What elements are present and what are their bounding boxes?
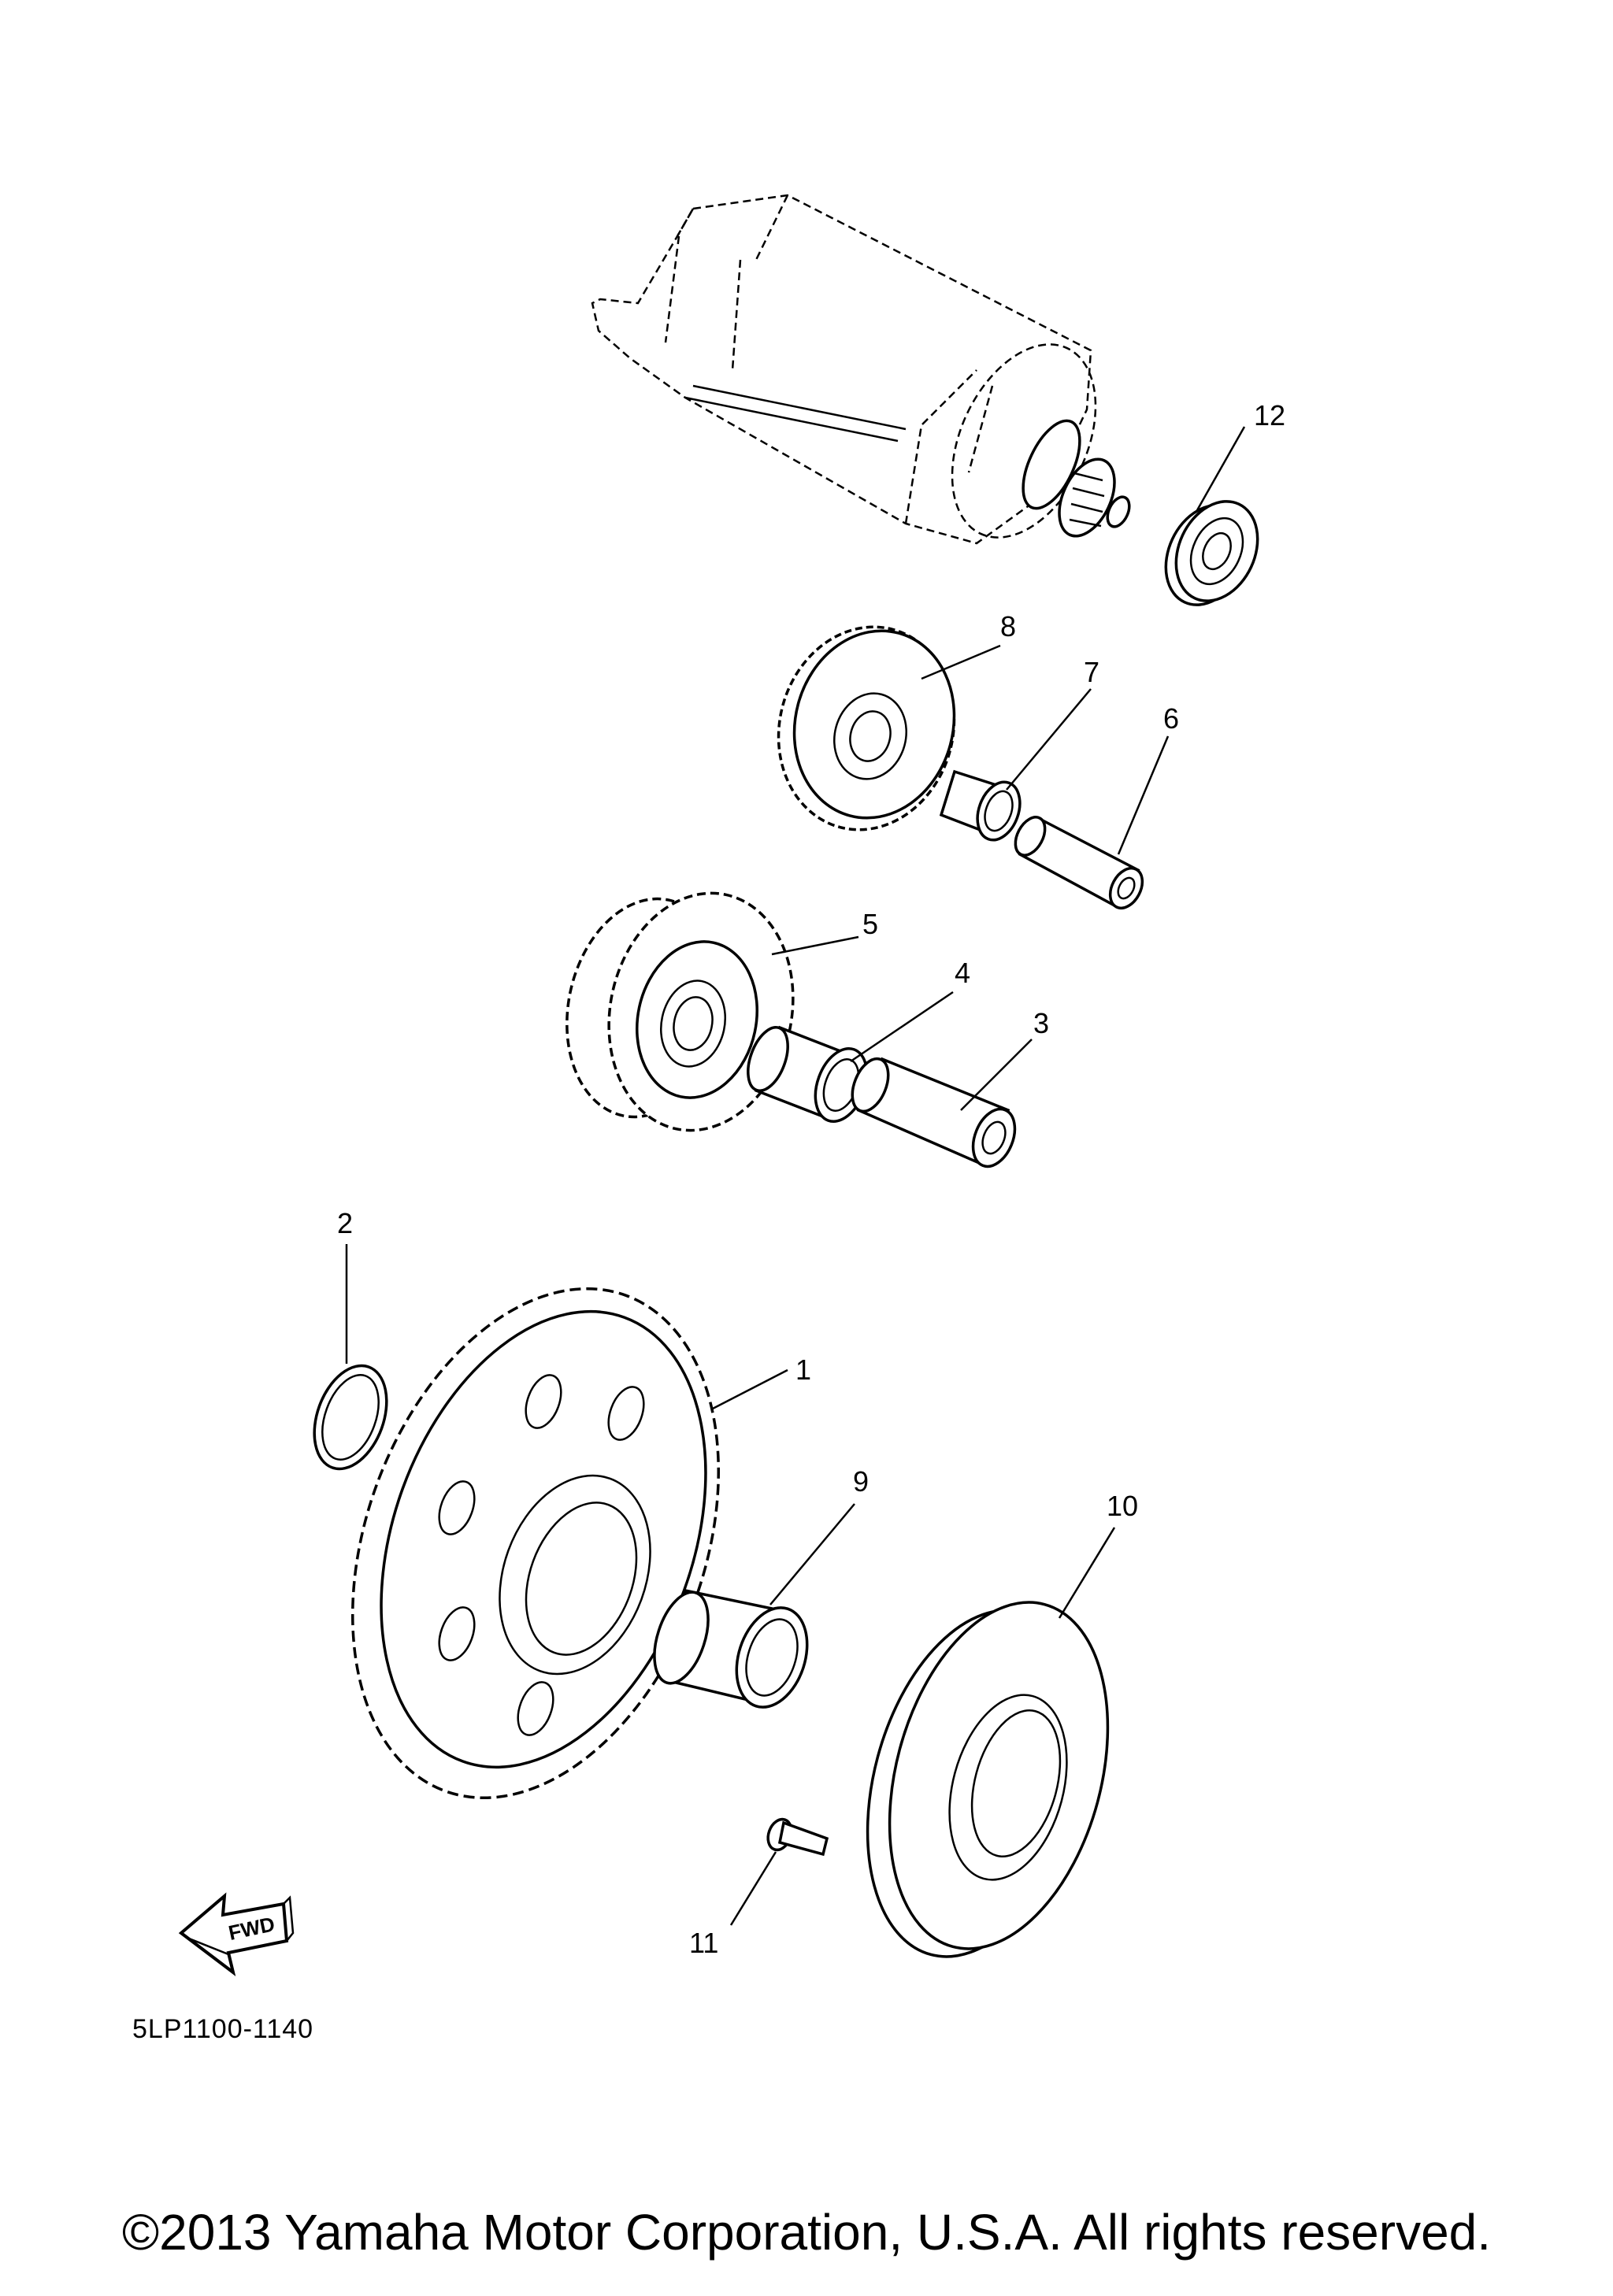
washer-2: [313, 1364, 388, 1471]
callout-3: 3: [1033, 1007, 1049, 1039]
callout-6: 6: [1163, 702, 1179, 735]
gear-5: [565, 891, 795, 1132]
callout-7: 7: [1084, 656, 1099, 688]
shaft-3: [851, 1057, 1017, 1168]
leader-lines: [345, 426, 1246, 1926]
fwd-arrow-icon: FWD: [178, 1892, 295, 1976]
callout-9: 9: [853, 1465, 869, 1498]
copyright-notice: ©2013 Yamaha Motor Corporation, U.S.A. A…: [121, 2204, 1492, 2261]
callout-10: 10: [1107, 1490, 1138, 1522]
callout-4: 4: [955, 957, 970, 989]
diagram-code: 5LP1100-1140: [132, 2014, 314, 2044]
callout-numbers: 1 2 3 4 5 6 7 8 9 10 11 12: [337, 399, 1285, 1959]
callout-1: 1: [795, 1354, 811, 1386]
shaft-6: [1014, 816, 1144, 910]
bolt-11: [766, 1817, 829, 1857]
callout-11: 11: [689, 1927, 718, 1959]
needle-bearing-9: [653, 1588, 809, 1709]
callout-5: 5: [862, 908, 878, 940]
fwd-label: FWD: [226, 1912, 276, 1945]
bearing-12: [1164, 500, 1259, 606]
gear-1: [350, 1287, 721, 1800]
gear-8: [777, 625, 956, 831]
starter-motor: [591, 194, 1131, 545]
starter-pinion: [1022, 419, 1131, 538]
callout-8: 8: [1000, 610, 1016, 643]
needle-bearing-7: [939, 769, 1022, 842]
callout-12: 12: [1254, 399, 1285, 431]
callout-2: 2: [337, 1207, 353, 1239]
one-way-clutch-10: [866, 1601, 1110, 1958]
